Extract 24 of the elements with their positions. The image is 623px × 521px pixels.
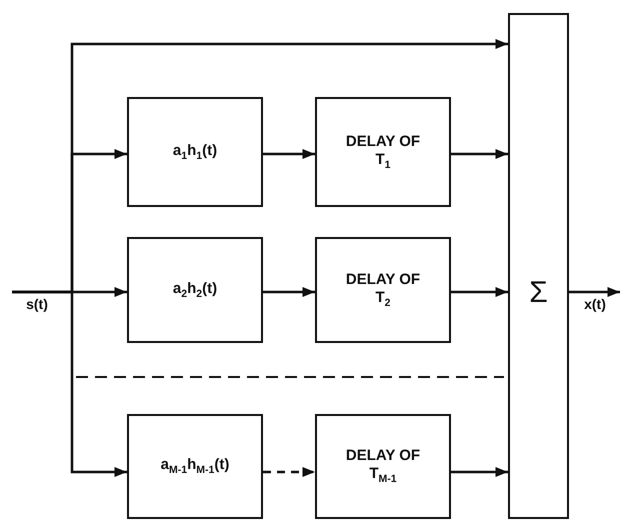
sum-symbol: Σ: [529, 275, 548, 311]
arrow: [451, 149, 508, 159]
signal-label: x(t): [570, 288, 620, 318]
process-box: [315, 414, 451, 519]
box-label: a$_{1}$h$_{1}$(t): [172, 142, 218, 162]
arrow: [263, 149, 315, 159]
arrow: [263, 467, 315, 477]
box-label: DELAY OF T$_{M-1}$: [346, 447, 420, 486]
process-box: [315, 237, 451, 343]
arrow: [451, 467, 508, 477]
box-label: DELAY OF T$_{1}$: [346, 132, 420, 172]
process-box: [127, 237, 263, 343]
box-label: DELAY OF T$_{2}$: [346, 270, 420, 310]
box-label: a$_{M-1}$h$_{M-1}$(t): [160, 456, 230, 477]
process-box: [127, 97, 263, 207]
process-box: [127, 414, 263, 519]
process-box: [315, 97, 451, 207]
box-label: a$_{2}$h$_{2}$(t): [172, 280, 218, 300]
arrow: [569, 287, 620, 297]
signal-label: s(t): [12, 288, 62, 318]
arrow: [12, 290, 127, 477]
arrow: [451, 287, 508, 297]
arrow: [263, 287, 315, 297]
summing-box: [508, 13, 569, 519]
